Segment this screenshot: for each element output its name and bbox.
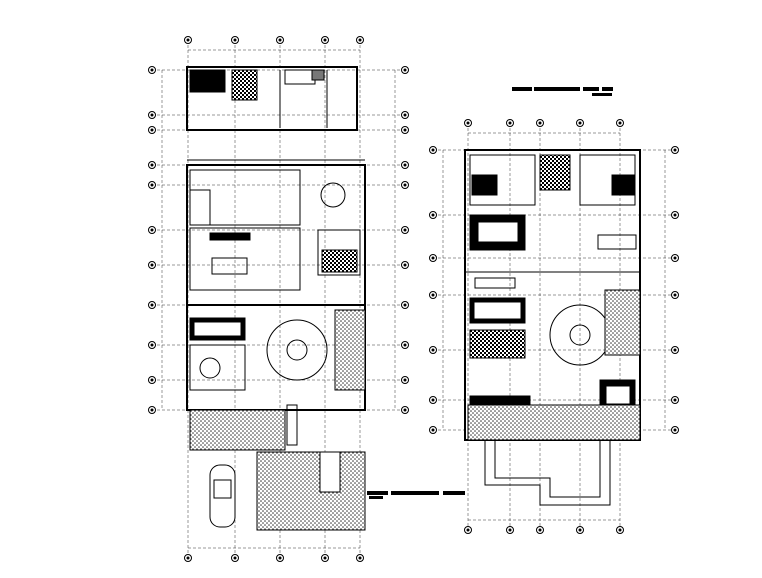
parking — [256, 451, 366, 531]
garden — [334, 309, 366, 391]
car — [209, 464, 236, 528]
ground-floor-plan — [186, 66, 366, 531]
balcony — [467, 404, 641, 441]
spiral-staircase — [266, 319, 328, 381]
dining-table-long — [211, 257, 248, 275]
first-floor-plan — [464, 149, 641, 506]
plan-titles — [367, 87, 613, 499]
servant-block — [186, 66, 358, 131]
dining-table — [320, 182, 346, 208]
terrace — [189, 409, 286, 451]
grid-bubbles — [148, 36, 679, 562]
